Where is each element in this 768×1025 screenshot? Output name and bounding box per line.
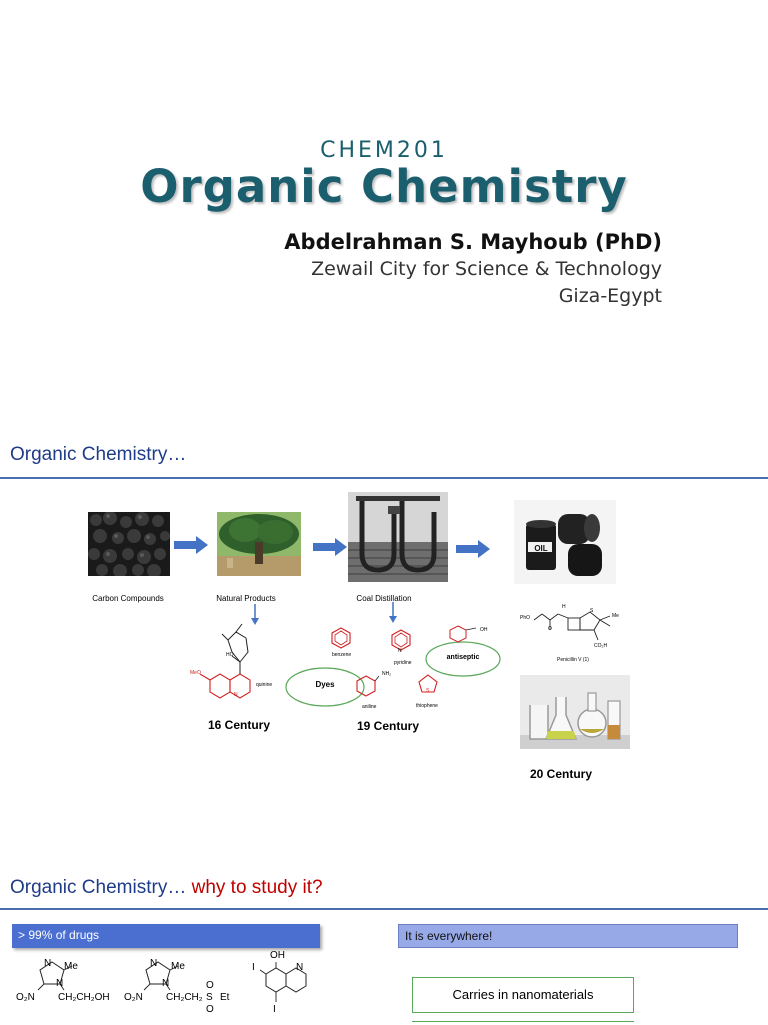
metro-sidechain-label: CH₂CH₂OH [58,992,110,1003]
nh2-label: NH₂ [382,671,392,677]
dyes-label: Dyes [315,680,335,689]
antiseptic-label: antiseptic [446,654,480,661]
tini-o-bottom-label: O [206,1004,214,1015]
tinidazole-structure [143,961,178,991]
iodo-i2-label: I [273,1004,276,1015]
pyridine-structure [391,629,411,651]
location: Giza-Egypt [558,285,662,307]
metronidazole-structure [37,961,72,991]
antiseptic-oval [425,641,501,677]
caption-carbon-compounds: Carbon Compounds [92,594,164,603]
institution-name: Zewail City for Science & Technology [311,258,662,280]
pyridine-n-label: N [398,648,402,654]
meo-label: MeO [190,670,201,676]
iodo-i1-label: I [252,962,255,973]
penicillin-s-label: S [590,608,594,614]
nanomaterials-box: Carries in nanomaterials [412,977,634,1013]
course-title: Organic Chemistry [140,160,628,213]
down-arrow-icon [251,604,259,625]
slide3-title-red: why to study it? [191,877,323,898]
benzene-label: benzene [332,652,352,658]
aniline-label: aniline [362,704,377,710]
right-arrow-icon [313,538,347,556]
coal-distillation-photo [348,492,448,582]
slide3-title: Organic Chemistry… why to study it? [10,877,323,899]
quinine-structure [199,623,251,699]
century-16-label: 16 Century [208,718,271,732]
aniline-structure [356,675,380,697]
natural-products-photo [217,512,301,576]
phenol-structure [449,625,477,643]
thiophene-label: thiophene [416,703,438,709]
pyridine-label: pyridine [394,660,412,666]
slide2-title: Organic Chemistry… [10,444,187,465]
penicillin-o-label: O [548,626,552,632]
iodoquinol-structure [259,962,307,1002]
tini-o-top-label: O [206,980,214,991]
iodo-oh-label: OH [270,950,285,961]
penicillin-structure [533,611,611,641]
tini-sidechain-label: CH₂CH₂ [166,992,203,1003]
lab-glassware-photo [520,675,630,749]
n-label: N [234,692,238,698]
thiophene-s-label: S [426,688,430,694]
tini-me-label: Me [171,961,185,972]
right-arrow-icon [456,540,490,558]
caption-natural-products: Natural Products [216,594,276,603]
metro-o2n-label: O₂N [16,992,35,1003]
drugs-box: > 99% of drugs [12,924,320,948]
metro-me-label: Me [64,961,78,972]
thiophene-structure [418,674,438,693]
quinine-label: quinine [256,682,273,688]
ho-label: HO [226,652,234,658]
tini-n1-label: N [150,958,158,969]
author-name: Abdelrahman S. Mayhoub (PhD) [284,230,662,254]
down-arrow-icon [389,602,397,623]
metro-n1-label: N [44,958,52,969]
penicillin-label: Penicillin V (1) [557,657,589,663]
tini-s-label: S [206,992,213,1003]
oil-barrels-photo [514,500,616,584]
penicillin-h-label: H [562,604,566,610]
tini-n2-label: N [162,978,170,989]
tini-et-label: Et [220,992,230,1003]
metro-n2-label: N [56,978,64,989]
century-19-label: 19 Century [357,719,420,733]
slide2-divider [0,477,768,479]
tini-o2n-label: O₂N [124,992,143,1003]
oil-label: OIL [534,544,548,553]
penicillin-me-label: Me [612,613,619,619]
course-code: CHEM201 [320,138,448,163]
oh-label: OH [480,627,488,633]
slide3-divider [0,908,768,910]
co2h-label: CO₂H [594,643,608,649]
next-box-edge [412,1021,634,1025]
caption-coal-distillation: Coal Distillation [356,594,412,603]
slide3-title-main: Organic Chemistry… [10,877,192,898]
right-arrow-icon [174,536,208,554]
dyes-oval [285,667,365,707]
carbon-compounds-photo [88,512,170,576]
pho-label: PhO [520,615,531,621]
iodo-n-label: N [296,962,304,973]
century-20-label: 20 Century [530,767,593,781]
benzene-structure [331,627,351,649]
everywhere-box: It is everywhere! [398,924,738,948]
